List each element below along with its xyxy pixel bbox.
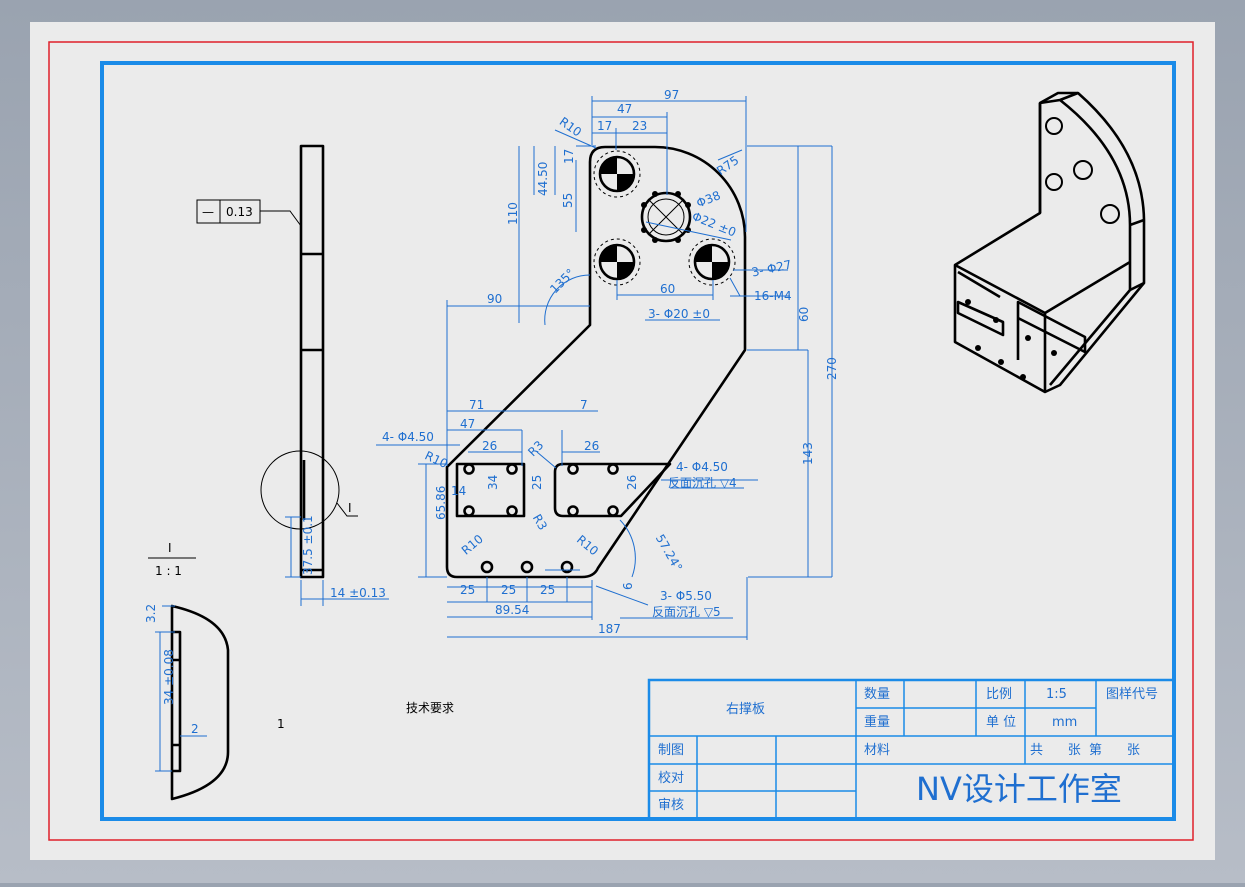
svg-text:110: 110 xyxy=(506,202,520,225)
svg-text:R3: R3 xyxy=(530,512,550,533)
svg-text:共 张 第 张: 共 张 第 张 xyxy=(1030,743,1140,758)
svg-text:审核: 审核 xyxy=(658,798,684,813)
svg-text:比例: 比例 xyxy=(986,687,1012,702)
flatness-tolerance-frame: — 0.13 xyxy=(196,199,302,227)
svg-text:4- Φ4.50: 4- Φ4.50 xyxy=(382,430,434,444)
svg-text:图样代号: 图样代号 xyxy=(1106,687,1158,702)
svg-text:25: 25 xyxy=(501,583,516,597)
svg-text:重量: 重量 xyxy=(864,714,890,730)
svg-text:47: 47 xyxy=(460,417,475,431)
svg-text:mm: mm xyxy=(1052,715,1077,730)
svg-text:47: 47 xyxy=(617,102,632,116)
part-name: 右撑板 xyxy=(726,702,765,717)
svg-text:0.13: 0.13 xyxy=(226,205,253,219)
side-view[interactable]: I — 0.13 37.5 ±0.1 14 ±0.13 xyxy=(196,144,389,606)
svg-text:44.50: 44.50 xyxy=(536,162,550,196)
svg-text:65.86: 65.86 xyxy=(434,486,448,520)
side-plate xyxy=(299,144,325,579)
detail-view[interactable]: I 1 : 1 3.2 34 ±0.08 2 xyxy=(144,541,230,801)
svg-text:37.5 ±0.1: 37.5 ±0.1 xyxy=(301,515,315,575)
detail-callout: I xyxy=(348,501,352,515)
svg-text:6: 6 xyxy=(621,582,635,590)
svg-text:反面沉孔 ▽5: 反面沉孔 ▽5 xyxy=(652,605,721,619)
hole-quadrant-2 xyxy=(593,238,641,286)
svg-text:17: 17 xyxy=(597,119,612,133)
svg-text:16-M4: 16-M4 xyxy=(754,289,792,303)
note-number: 1 xyxy=(277,717,285,731)
svg-text:2: 2 xyxy=(191,722,199,736)
plate-outline xyxy=(445,145,747,579)
detail-view-label: I xyxy=(168,541,172,555)
svg-text:25: 25 xyxy=(530,475,544,490)
svg-text:14 ±0.13: 14 ±0.13 xyxy=(330,586,386,600)
svg-text:校对: 校对 xyxy=(658,770,684,786)
svg-text:143: 143 xyxy=(801,442,815,465)
svg-text:60: 60 xyxy=(797,307,811,322)
svg-text:89.54: 89.54 xyxy=(495,603,529,617)
svg-text:制图: 制图 xyxy=(658,743,684,758)
svg-text:25: 25 xyxy=(540,583,555,597)
svg-text:23: 23 xyxy=(632,119,647,133)
svg-text:26: 26 xyxy=(584,439,599,453)
isometric-view[interactable] xyxy=(953,91,1146,394)
svg-text:—: — xyxy=(202,205,214,219)
svg-text:60: 60 xyxy=(660,282,675,296)
studio-name: NV设计工作室 xyxy=(916,770,1122,808)
dimension-lines xyxy=(376,96,833,640)
small-holes xyxy=(463,463,619,574)
svg-text:25: 25 xyxy=(460,583,475,597)
svg-text:17: 17 xyxy=(562,149,576,164)
svg-text:34 ±0.08: 34 ±0.08 xyxy=(162,649,176,705)
outer-border xyxy=(48,41,1194,841)
svg-text:90: 90 xyxy=(487,292,502,306)
svg-text:270: 270 xyxy=(825,357,839,380)
svg-text:7: 7 xyxy=(580,398,588,412)
svg-text:1:5: 1:5 xyxy=(1046,687,1067,702)
svg-text:4- Φ4.50: 4- Φ4.50 xyxy=(676,460,728,474)
svg-text:3.2: 3.2 xyxy=(144,604,158,623)
svg-text:26: 26 xyxy=(625,475,639,490)
svg-text:71: 71 xyxy=(469,398,484,412)
svg-text:55: 55 xyxy=(561,193,575,208)
svg-text:14: 14 xyxy=(451,484,466,498)
svg-text:187: 187 xyxy=(598,622,621,636)
svg-text:3- Φ20 ±0: 3- Φ20 ±0 xyxy=(648,307,710,321)
detail-circle xyxy=(260,450,340,530)
svg-text:26: 26 xyxy=(482,439,497,453)
svg-text:3- Φ5.50: 3- Φ5.50 xyxy=(660,589,712,603)
hole-quadrant-1 xyxy=(593,150,641,198)
svg-text:反面沉孔 ▽4: 反面沉孔 ▽4 xyxy=(668,476,737,490)
title-block[interactable]: 右撑板 数量 重量 材料 比例 1:5 单 位 mm 图样代号 共 张 第 张 … xyxy=(647,678,1176,821)
inner-frame xyxy=(100,61,1176,821)
svg-text:单 位: 单 位 xyxy=(986,715,1016,730)
svg-text:数量: 数量 xyxy=(864,687,890,702)
svg-text:材料: 材料 xyxy=(864,743,890,758)
detail-view-scale: 1 : 1 xyxy=(155,564,182,578)
hole-quadrant-3 xyxy=(688,238,736,286)
pocket-left xyxy=(455,462,526,518)
svg-text:97: 97 xyxy=(664,88,679,102)
svg-text:34: 34 xyxy=(486,475,500,490)
pocket-right xyxy=(553,462,672,518)
hole-center-38 xyxy=(640,191,692,243)
tech-requirements-heading: 技术要求 xyxy=(406,701,454,715)
